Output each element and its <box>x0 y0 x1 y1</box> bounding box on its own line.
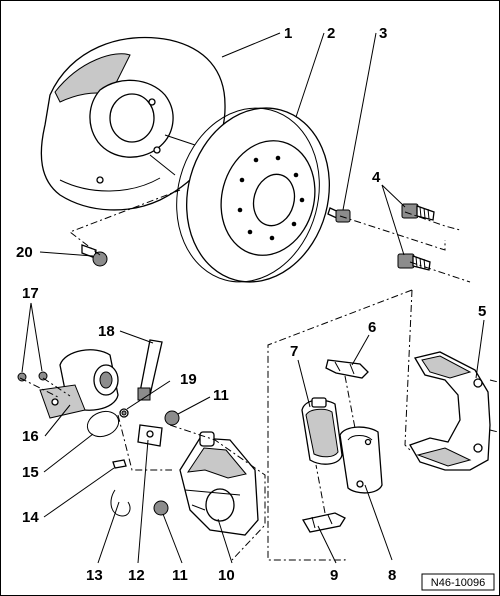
disc-screw <box>327 207 351 223</box>
hose-bracket <box>137 424 163 447</box>
callout-18: 18 <box>98 323 115 340</box>
callout-3: 3 <box>379 25 387 42</box>
callout-17: 17 <box>22 285 39 302</box>
caliper-bracket-bolts <box>397 203 435 271</box>
callout-20: 20 <box>16 244 33 261</box>
callout-1: 1 <box>284 25 292 42</box>
brake-caliper <box>179 431 259 536</box>
shield-screw <box>81 244 108 267</box>
bleed-valve <box>119 408 129 418</box>
callout-15: 15 <box>22 464 39 481</box>
leader-lines <box>21 32 485 564</box>
callout-7: 7 <box>290 343 298 360</box>
reference-code: N46-10096 <box>431 577 485 589</box>
dust-shield <box>40 36 226 211</box>
callout-labels: 1 2 3 4 5 6 7 8 9 10 11 11 12 13 14 15 1… <box>16 25 486 584</box>
brake-carrier <box>409 351 491 471</box>
brake-disc <box>176 107 330 283</box>
pad-spring-lower <box>301 512 346 533</box>
brake-hose <box>137 339 163 401</box>
callout-10: 10 <box>218 567 235 584</box>
callout-12: 12 <box>128 567 145 584</box>
caliper-bolts <box>153 410 180 516</box>
pad-spring-upper <box>325 359 369 379</box>
brake-pad-inner <box>301 397 343 465</box>
assembly-lines <box>19 189 499 561</box>
callout-13: 13 <box>86 567 103 584</box>
cable-clip <box>112 459 127 469</box>
sealing-ring <box>86 410 120 438</box>
retaining-clip <box>110 489 131 517</box>
callout-19: 19 <box>180 371 197 388</box>
callout-6: 6 <box>368 319 376 336</box>
callout-5: 5 <box>478 303 486 320</box>
brake-pad-outer <box>339 426 383 494</box>
callout-9: 9 <box>330 567 338 584</box>
motor-screws <box>17 371 48 382</box>
callout-11-upper: 11 <box>213 387 229 404</box>
callout-4: 4 <box>372 169 381 186</box>
reference-code-box: N46-10096 <box>421 573 495 591</box>
callout-8: 8 <box>388 567 396 584</box>
callout-11-lower: 11 <box>172 567 188 584</box>
callout-2: 2 <box>327 25 335 42</box>
callout-16: 16 <box>22 428 39 445</box>
callout-14: 14 <box>22 509 39 526</box>
